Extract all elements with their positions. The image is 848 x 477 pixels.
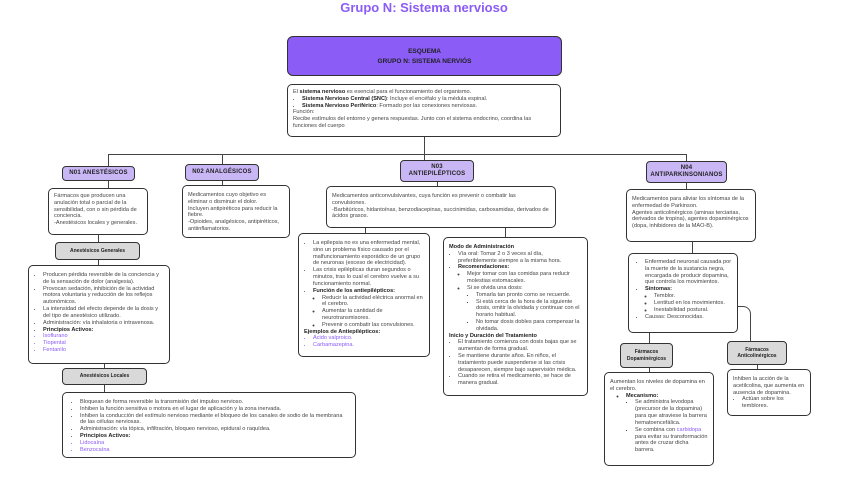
n02-header: N02 ANALGÉSICOS <box>185 164 259 181</box>
n03-description: Medicamentos anticonvulsivantes, cuya fu… <box>326 186 556 228</box>
connector <box>424 137 426 160</box>
dopaminergicos-box: Aumentan los niveles de dopamina en el c… <box>604 372 714 466</box>
connector <box>757 365 759 369</box>
connector <box>686 154 688 161</box>
intro-box: El sistema nervioso es esencial para el … <box>287 84 561 137</box>
connector <box>98 235 100 242</box>
connector <box>437 182 439 186</box>
n03-epilepsia-box: La epilepsia no es una enfermedad mental… <box>298 233 430 357</box>
connector <box>222 154 224 164</box>
anestesicos-generales-box: Producen pérdida reversible de la concie… <box>28 265 170 364</box>
n04-description: Medicamentos para aliviar los síntomas d… <box>626 189 756 242</box>
page-title: Grupo N: Sistema nervioso <box>340 0 508 15</box>
connector <box>108 154 687 156</box>
connector <box>686 183 688 189</box>
esquema-box: ESQUEMA GRUPO N: SISTEMA NERVIÓS <box>287 36 562 76</box>
n01-description: Fármacos que producen una anulación tota… <box>48 188 148 235</box>
connector <box>222 181 224 185</box>
connector <box>104 364 106 368</box>
connector <box>108 181 110 188</box>
anestesicos-locales-header: Anestésicos Locales <box>62 368 147 385</box>
n03-administracion-box: Modo de Administración Vía oral: Tomar 2… <box>443 237 588 396</box>
connector <box>108 154 110 166</box>
esquema-title: ESQUEMA <box>408 48 441 55</box>
n02-description: Medicamentos cuyo objetivo es eliminar o… <box>182 185 290 238</box>
connector <box>98 260 100 265</box>
connector <box>692 242 694 253</box>
anestesicos-locales-box: Bloquean de forma reversible la transmis… <box>62 392 356 458</box>
connector <box>104 385 106 392</box>
n01-header: N01 ANESTÉSICOS <box>62 166 135 181</box>
connector <box>365 228 367 233</box>
parkinson-info-box: Enfermedad neuronal causada por la muert… <box>628 253 738 333</box>
connector <box>505 228 507 237</box>
anticolinergicos-box: Inhiben la acción de la acetilcolina, qu… <box>727 369 811 416</box>
connector <box>649 368 651 372</box>
connector <box>738 306 751 342</box>
esquema-subtitle: GRUPO N: SISTEMA NERVIÓS <box>377 57 472 65</box>
connector <box>649 333 651 343</box>
anestesicos-generales-header: Anestésicos Generales <box>55 242 140 260</box>
